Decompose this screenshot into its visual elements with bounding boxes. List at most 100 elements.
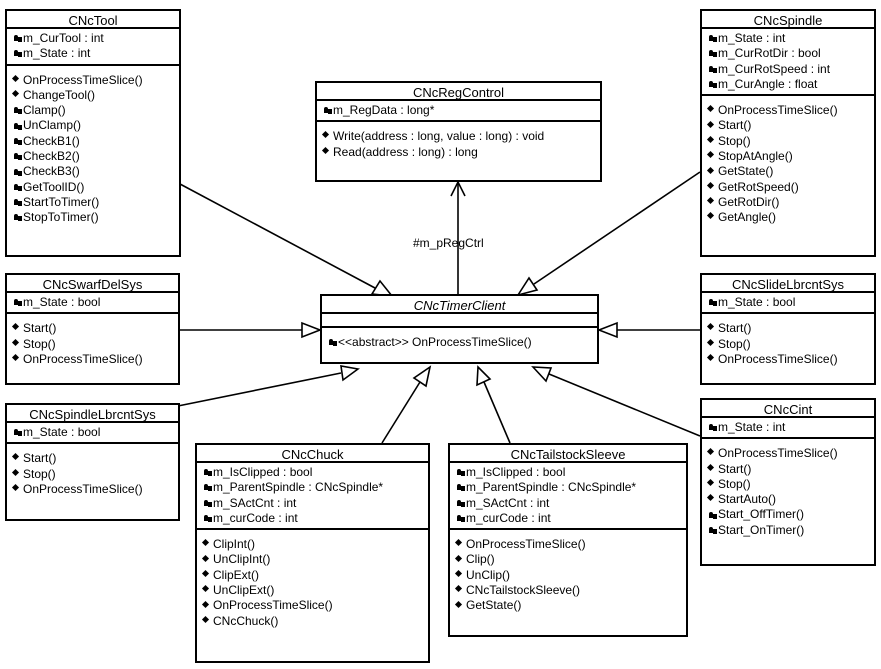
operation-row: Clip()	[454, 552, 683, 567]
public-icon	[454, 569, 465, 580]
attributes-section: m_RegData : long*	[317, 101, 600, 123]
operation-row: Stop()	[706, 336, 871, 352]
operation-row: ClipInt()	[201, 537, 425, 552]
attribute-row-label: m_State : bool	[23, 425, 101, 439]
attribute-row-label: m_SActCnt : int	[213, 495, 297, 510]
operation-row-label: ChangeTool()	[23, 87, 96, 102]
attribute-row: m_State : int	[708, 31, 871, 46]
operations-section: ClipInt()UnClipInt()ClipExt()UnClipExt()…	[197, 530, 428, 631]
public-icon	[706, 323, 717, 333]
operation-row: Start_OffTimer()	[708, 507, 871, 522]
generalization-ncspindle	[533, 171, 701, 285]
operation-row-label: Read(address : long) : long	[333, 144, 478, 159]
operation-row: Read(address : long) : long	[321, 144, 597, 160]
operation-row-label: CheckB1()	[23, 133, 80, 148]
operation-row: OnProcessTimeSlice()	[11, 482, 175, 497]
operation-row: Stop()	[706, 477, 871, 492]
attribute-row-label: m_curCode : int	[213, 510, 298, 525]
operation-row: StopToTimer()	[13, 210, 176, 225]
class-name: CNcSpindle	[702, 11, 874, 29]
attributes-section: m_State : bool	[7, 423, 178, 445]
protected-icon	[708, 49, 717, 58]
operation-row-label: Start_OffTimer()	[718, 507, 805, 522]
operation-row-label: Clamp()	[23, 103, 66, 118]
operation-row-label: UnClipExt()	[213, 583, 275, 598]
operation-row-label: OnProcessTimeSlice()	[213, 598, 333, 613]
attribute-row: m_CurAngle : float	[708, 77, 871, 92]
protected-icon	[13, 428, 22, 437]
attribute-row-label: m_State : int	[718, 31, 786, 45]
attribute-row-label: m_IsClipped : bool	[213, 465, 313, 479]
operation-row-label: Start()	[718, 118, 752, 133]
attribute-row: m_CurRotDir : bool	[708, 46, 871, 61]
operation-row-label: GetRotDir()	[718, 194, 780, 209]
public-icon	[201, 600, 212, 611]
operation-row: StartToTimer()	[13, 195, 176, 210]
operation-row-label: OnProcessTimeSlice()	[718, 351, 838, 366]
protected-icon	[13, 49, 22, 58]
operation-row-label: CNcTailstockSleeve()	[466, 583, 581, 598]
protected-icon	[708, 34, 717, 43]
class-name: CNcTimerClient	[322, 296, 597, 314]
operation-row-label: UnClamp()	[23, 118, 82, 133]
public-icon	[321, 131, 332, 141]
operations-section: OnProcessTimeSlice()Clip()UnClip()CNcTai…	[450, 530, 686, 615]
class-name: CNcSlideLbrcntSys	[702, 275, 874, 293]
public-icon	[201, 585, 212, 595]
operation-row-label: Stop()	[718, 336, 751, 351]
protected-icon	[203, 468, 212, 477]
inheritance-arrowhead	[531, 366, 553, 383]
protected-icon	[13, 168, 22, 177]
operations-section: Start()Stop()OnProcessTimeSlice()	[7, 444, 178, 499]
protected-icon	[708, 65, 717, 74]
class-name: CNcSwarfDelSys	[7, 275, 178, 293]
attribute-row-label: m_SActCnt : int	[466, 495, 550, 510]
protected-icon	[203, 499, 212, 508]
inheritance-arrowhead	[596, 321, 618, 339]
attribute-row: m_State : int	[13, 46, 176, 61]
operation-row-label: StopToTimer()	[23, 210, 99, 225]
inheritance-arrowhead	[412, 365, 432, 388]
operation-row: StartAuto()	[706, 492, 871, 507]
protected-icon	[13, 298, 22, 307]
operations-section: OnProcessTimeSlice()Start()Stop()StopAtA…	[702, 96, 874, 227]
protected-icon	[456, 468, 465, 477]
operation-row: Start()	[11, 321, 175, 336]
public-icon	[706, 166, 717, 177]
public-icon	[706, 105, 717, 115]
attribute-row: m_IsClipped : bool	[203, 465, 425, 480]
public-icon	[321, 146, 332, 157]
operation-row: Start_OnTimer()	[708, 523, 871, 538]
operation-row-label: <<abstract>> OnProcessTimeSlice()	[338, 335, 532, 349]
operation-row: GetRotSpeed()	[706, 179, 871, 195]
generalization-ncchuck	[381, 381, 421, 444]
operation-row-label: UnClip()	[466, 567, 511, 582]
public-icon	[454, 539, 465, 549]
protected-icon	[708, 80, 717, 89]
class-name: CNcChuck	[197, 445, 428, 463]
operation-row: OnProcessTimeSlice()	[706, 103, 871, 118]
operation-row-label: OnProcessTimeSlice()	[718, 446, 838, 461]
protected-icon	[708, 423, 717, 432]
attribute-row-label: m_State : int	[718, 420, 786, 434]
generalization-ncspindlelbrcntsys	[167, 372, 342, 409]
operation-row: Start()	[706, 462, 871, 477]
operation-row-label: GetRotSpeed()	[718, 179, 799, 194]
operation-row: OnProcessTimeSlice()	[201, 598, 425, 613]
operation-row: CheckB3()	[13, 164, 176, 179]
public-icon	[706, 338, 717, 349]
inheritance-arrowhead	[476, 365, 492, 387]
association-arrowhead	[450, 180, 466, 197]
operations-section: Start()Stop()OnProcessTimeSlice()	[7, 314, 178, 369]
protected-icon	[323, 106, 332, 115]
attribute-row-label: m_State : bool	[23, 295, 101, 309]
protected-icon	[203, 483, 212, 492]
operation-row: Write(address : long, value : long) : vo…	[321, 129, 597, 144]
